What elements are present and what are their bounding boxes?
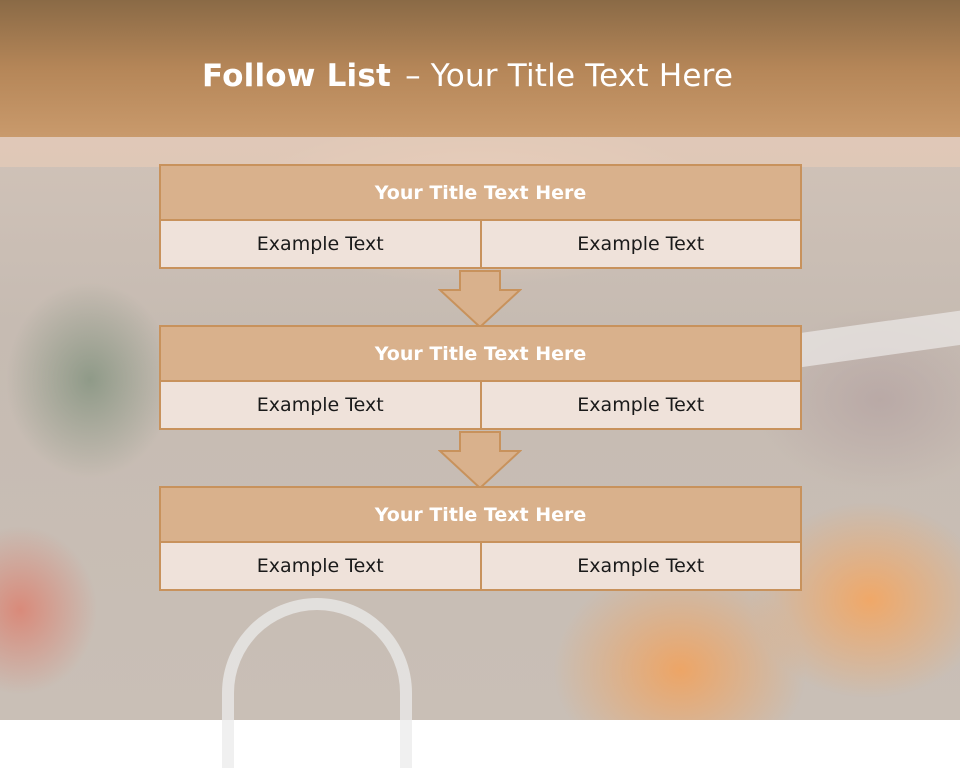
flow-block-1: Your Title Text Here Example Text Exampl… — [159, 164, 802, 269]
block-cell-left: Example Text — [159, 541, 482, 591]
slide-title: Follow List–Your Title Text Here — [202, 56, 733, 96]
block-row: Example Text Example Text — [159, 219, 802, 269]
down-arrow-icon — [438, 270, 522, 328]
title-band: Follow List–Your Title Text Here — [0, 0, 960, 137]
block-cell-right: Example Text — [479, 380, 802, 430]
block-title: Your Title Text Here — [159, 325, 802, 382]
title-separator: – — [405, 58, 421, 94]
down-arrow-icon — [438, 431, 522, 489]
block-title: Your Title Text Here — [159, 486, 802, 543]
title-rest: Your Title Text Here — [430, 58, 734, 94]
block-row: Example Text Example Text — [159, 541, 802, 591]
block-cell-left: Example Text — [159, 380, 482, 430]
flow-block-3: Your Title Text Here Example Text Exampl… — [159, 486, 802, 591]
flow-block-2: Your Title Text Here Example Text Exampl… — [159, 325, 802, 430]
block-cell-right: Example Text — [479, 219, 802, 269]
title-bold: Follow List — [202, 58, 392, 94]
block-row: Example Text Example Text — [159, 380, 802, 430]
background-strip — [0, 137, 960, 167]
block-cell-right: Example Text — [479, 541, 802, 591]
block-title: Your Title Text Here — [159, 164, 802, 221]
block-cell-left: Example Text — [159, 219, 482, 269]
